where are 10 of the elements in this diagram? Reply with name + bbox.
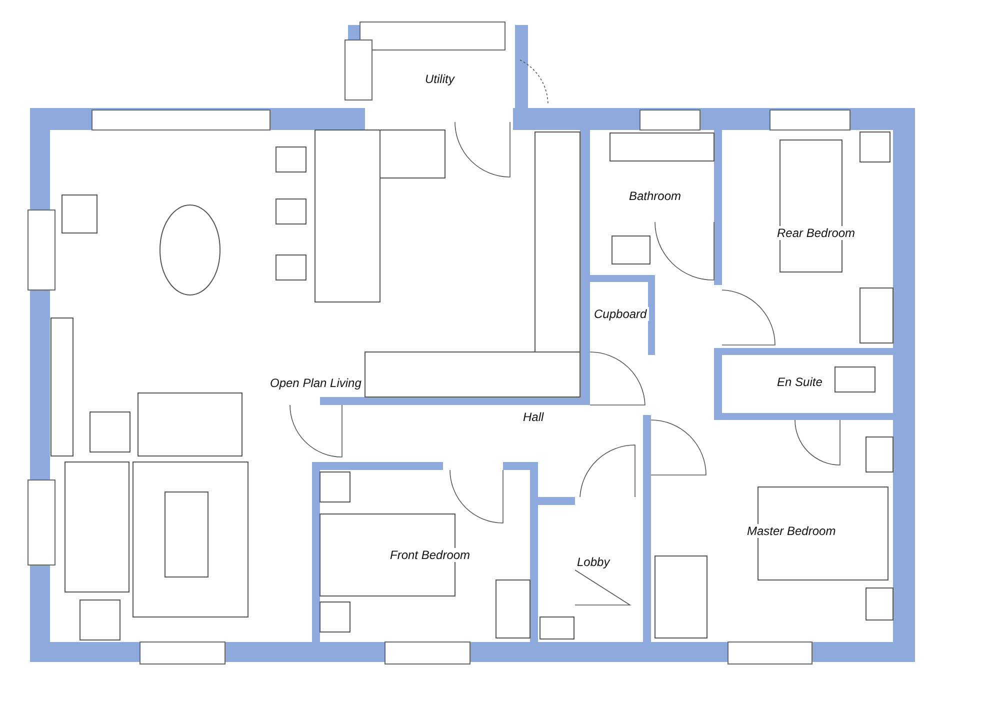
room-label: En Suite [775,375,824,389]
room-label: Bathroom [627,189,684,203]
room-label: Front Bedroom [388,548,472,562]
room-label: Rear Bedroom [775,226,858,240]
room-label: Open Plan Living [268,376,364,390]
room-label: Utility [423,72,456,86]
room-label: Lobby [575,555,612,569]
room-label: Master Bedroom [745,524,838,538]
room-label: Cupboard [592,307,649,321]
room-label: Hall [521,410,546,424]
